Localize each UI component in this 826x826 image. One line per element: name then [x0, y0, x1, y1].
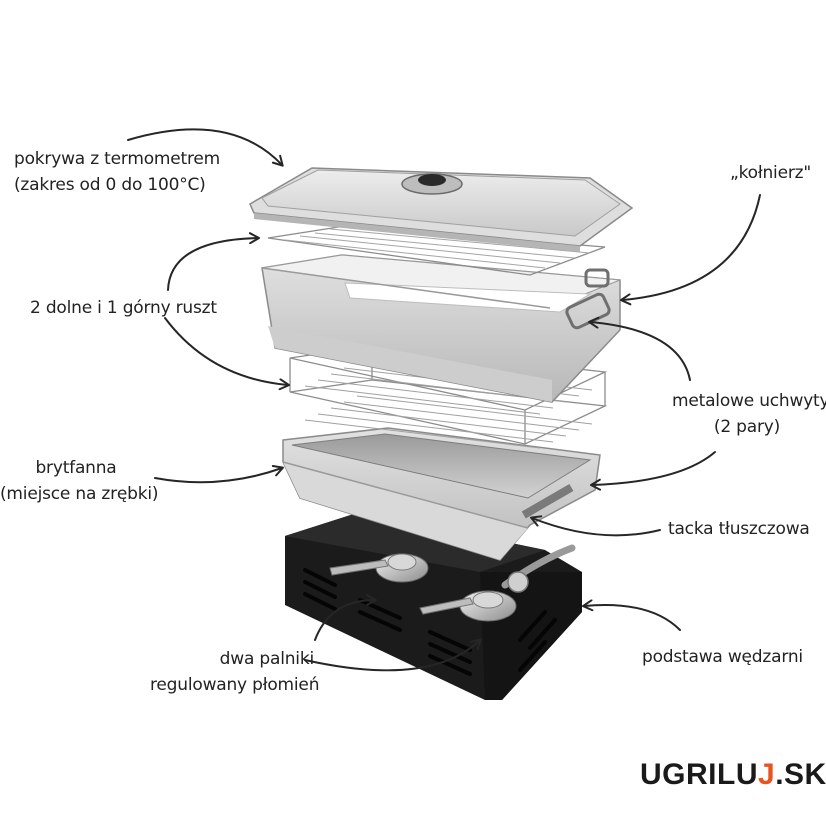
arrow-collar: [620, 194, 761, 306]
arrow-burners-right: [304, 638, 482, 672]
arrow-handles-upper: [588, 316, 691, 381]
arrow-base: [582, 599, 681, 631]
logo-flame-letter: J: [758, 758, 776, 791]
arrow-roasting-pan: [154, 464, 284, 484]
arrow-lid: [127, 128, 284, 167]
arrow-racks-upper: [167, 232, 260, 291]
label-burners: dwa palniki regulowany płomień: [150, 649, 320, 695]
burner-valve: [501, 544, 576, 593]
burner-left: [329, 553, 429, 583]
burner-right: [419, 590, 517, 622]
callout-arrows: [127, 128, 761, 672]
label-racks: 2 dolne i 1 górny ruszt: [30, 298, 217, 318]
label-lid: pokrywa z termometrem (zakres od 0 do 10…: [14, 149, 221, 195]
logo-text-domain: .SK: [775, 758, 826, 791]
arrow-drip-tray: [530, 515, 661, 537]
brand-logo: UGRILUJ.SK: [640, 758, 826, 792]
label-roasting-pan: brytfanna (miejsce na zrębki): [0, 458, 159, 504]
label-drip-tray: tacka tłuszczowa: [668, 519, 810, 539]
roasting-pan: [282, 427, 601, 561]
collar: [261, 254, 621, 403]
label-handles: metalowe uchwyty (2 pary): [672, 391, 826, 437]
arrow-racks-lower: [164, 317, 290, 391]
arrow-handles-lower: [590, 451, 716, 491]
lid-with-thermometer: [249, 167, 634, 252]
upper-rack: [267, 225, 606, 276]
label-base: podstawa wędzarni: [642, 647, 803, 667]
label-collar: „kołnierz": [730, 163, 811, 183]
arrow-burners-left: [314, 594, 377, 641]
logo-text-main: UGRILU: [640, 758, 758, 791]
